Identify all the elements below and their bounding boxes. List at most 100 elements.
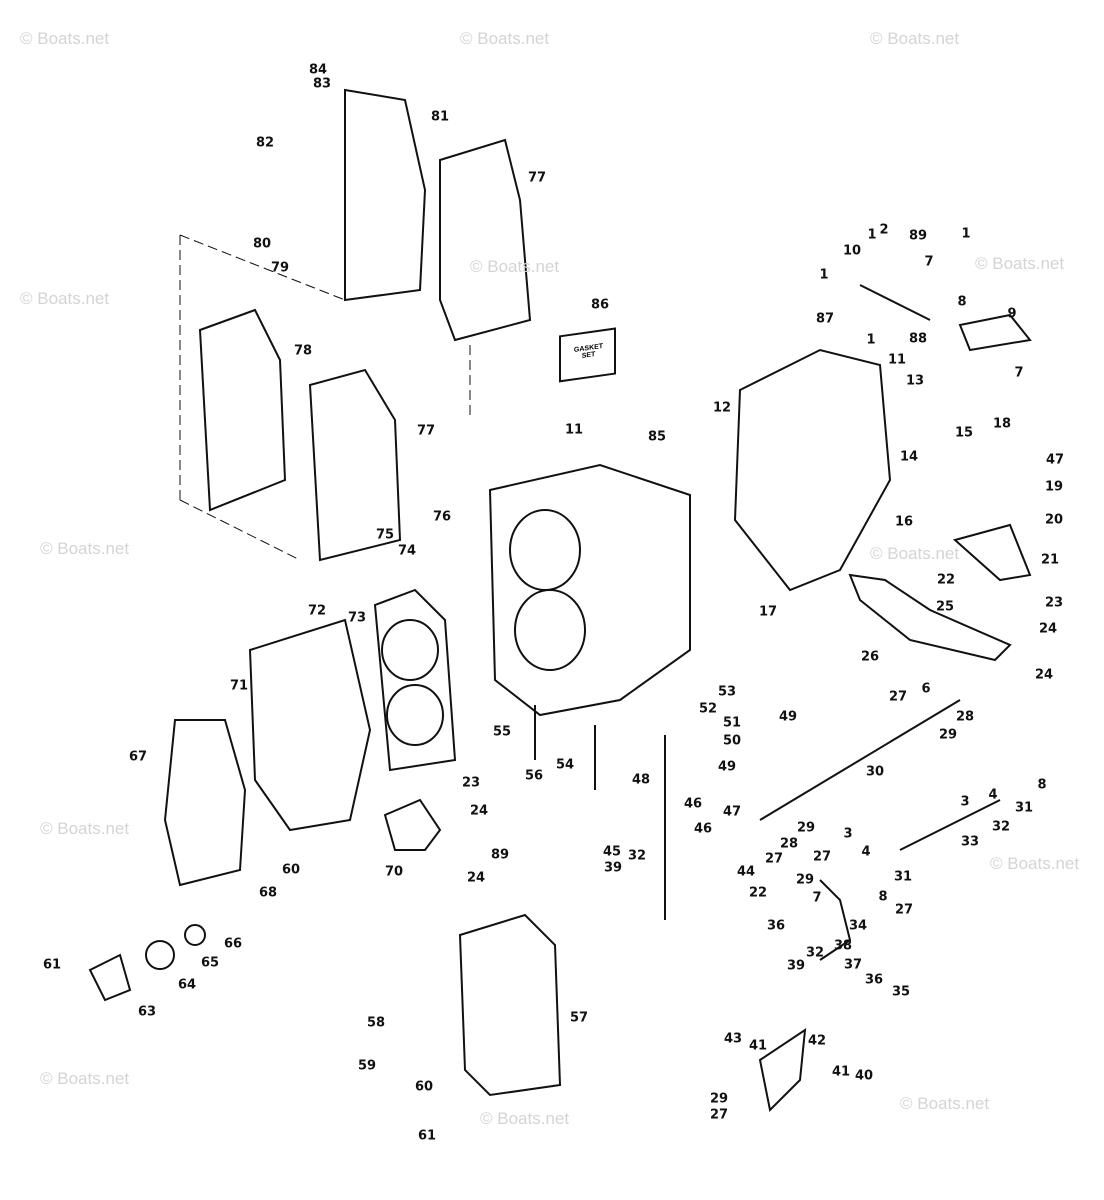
part-number-label: 84 xyxy=(308,62,328,78)
part-number-label: 29 xyxy=(796,820,816,836)
part-number-label: 67 xyxy=(128,749,148,765)
part-number-label: 59 xyxy=(357,1058,377,1074)
part-number-label: 56 xyxy=(524,768,544,784)
part-number-label: 10 xyxy=(842,243,862,259)
part-number-label: 27 xyxy=(888,689,908,705)
gasket-bore xyxy=(381,619,439,681)
part-number-label: 83 xyxy=(312,76,332,92)
part-number-label: 61 xyxy=(417,1128,437,1144)
part-number-label: 57 xyxy=(569,1010,589,1026)
part-number-label: 77 xyxy=(416,423,436,439)
watermark: © Boats.net xyxy=(870,29,960,48)
cylinder-block-11 xyxy=(488,463,691,717)
part-number-label: 17 xyxy=(758,604,778,620)
part-number-label: 37 xyxy=(843,957,863,973)
shaft-10 xyxy=(859,284,931,321)
cylinder-bore xyxy=(514,589,586,671)
part-number-label: 31 xyxy=(893,869,913,885)
part-number-label: 9 xyxy=(1007,306,1017,322)
part-number-label: 38 xyxy=(833,938,853,954)
part-number-label: 88 xyxy=(908,331,928,347)
lever-42 xyxy=(758,1027,807,1113)
part-number-label: 65 xyxy=(200,955,220,971)
part-number-label: 23 xyxy=(461,775,481,791)
cylinder-head-71 xyxy=(248,618,372,832)
part-number-label: 41 xyxy=(831,1064,851,1080)
part-number-label: 12 xyxy=(712,400,732,416)
exhaust-cover-81 xyxy=(344,88,427,302)
part-number-label: 1 xyxy=(866,332,876,348)
lever-34 xyxy=(819,879,852,961)
part-number-label: 28 xyxy=(955,709,975,725)
part-number-label: 11 xyxy=(564,422,584,438)
watermark: © Boats.net xyxy=(460,29,550,48)
part-number-label: 78 xyxy=(293,343,313,359)
part-number-label: 42 xyxy=(807,1033,827,1049)
part-number-label: 85 xyxy=(647,429,667,445)
part-number-label: 77 xyxy=(527,170,547,186)
gasket-77-top xyxy=(439,138,532,342)
part-number-label: 31 xyxy=(1014,800,1034,816)
part-number-label: 68 xyxy=(258,885,278,901)
part-number-label: 3 xyxy=(843,826,853,842)
exhaust-cover-57 xyxy=(458,913,562,1097)
part-number-label: 24 xyxy=(469,803,489,819)
part-number-label: 52 xyxy=(698,701,718,717)
crankcase-11 xyxy=(733,348,892,592)
part-number-label: 61 xyxy=(42,957,62,973)
part-number-label: 25 xyxy=(935,599,955,615)
part-number-label: 24 xyxy=(1034,667,1054,683)
part-number-label: 63 xyxy=(137,1004,157,1020)
part-number-label: 75 xyxy=(375,527,395,543)
part-number-label: 7 xyxy=(1014,365,1024,381)
throttle-rod-30 xyxy=(759,699,961,821)
gasket-bore xyxy=(386,684,444,746)
part-number-label: 89 xyxy=(908,228,928,244)
part-number-label: 4 xyxy=(988,787,998,803)
part-number-label: 8 xyxy=(1037,777,1047,793)
watermark: © Boats.net xyxy=(480,1109,570,1128)
part-number-label: 40 xyxy=(854,1068,874,1084)
part-number-label: 22 xyxy=(748,885,768,901)
part-number-label: 47 xyxy=(722,804,742,820)
part-number-label: 29 xyxy=(795,872,815,888)
part-number-label: 58 xyxy=(366,1015,386,1031)
watermark: © Boats.net xyxy=(870,544,960,563)
part-number-label: 41 xyxy=(748,1038,768,1054)
part-number-label: 7 xyxy=(812,890,822,906)
part-number-label: 76 xyxy=(432,509,452,525)
seal-66 xyxy=(184,924,206,946)
gasket-set-box-86 xyxy=(559,327,616,383)
gasket-77-mid xyxy=(308,368,402,562)
part-number-label: 82 xyxy=(255,135,275,151)
watermark: © Boats.net xyxy=(40,819,130,838)
part-number-label: 8 xyxy=(957,294,967,310)
part-number-label: 7 xyxy=(924,254,934,270)
part-number-label: 49 xyxy=(717,759,737,775)
part-number-label: 3 xyxy=(960,794,970,810)
head-gasket-73 xyxy=(373,588,457,772)
watermark: © Boats.net xyxy=(40,1069,130,1088)
part-number-label: 46 xyxy=(683,796,703,812)
head-cover-67 xyxy=(163,719,247,887)
part-number-label: 29 xyxy=(938,727,958,743)
watermark: © Boats.net xyxy=(990,854,1080,873)
watermark: © Boats.net xyxy=(20,289,110,308)
part-number-label: 27 xyxy=(764,851,784,867)
part-number-label: 23 xyxy=(1044,595,1064,611)
throttle-rod-33 xyxy=(899,799,1001,851)
part-number-label: 32 xyxy=(805,945,825,961)
part-number-label: 29 xyxy=(709,1091,729,1107)
part-number-label: 89 xyxy=(490,847,510,863)
part-number-label: 43 xyxy=(723,1031,743,1047)
part-number-label: 6 xyxy=(921,681,931,697)
part-number-label: 72 xyxy=(307,603,327,619)
part-number-label: 80 xyxy=(252,236,272,252)
part-number-label: 44 xyxy=(736,864,756,880)
part-number-label: 18 xyxy=(992,416,1012,432)
part-number-label: 2 xyxy=(879,222,889,238)
part-number-label: 50 xyxy=(722,733,742,749)
part-number-label: 24 xyxy=(1038,621,1058,637)
